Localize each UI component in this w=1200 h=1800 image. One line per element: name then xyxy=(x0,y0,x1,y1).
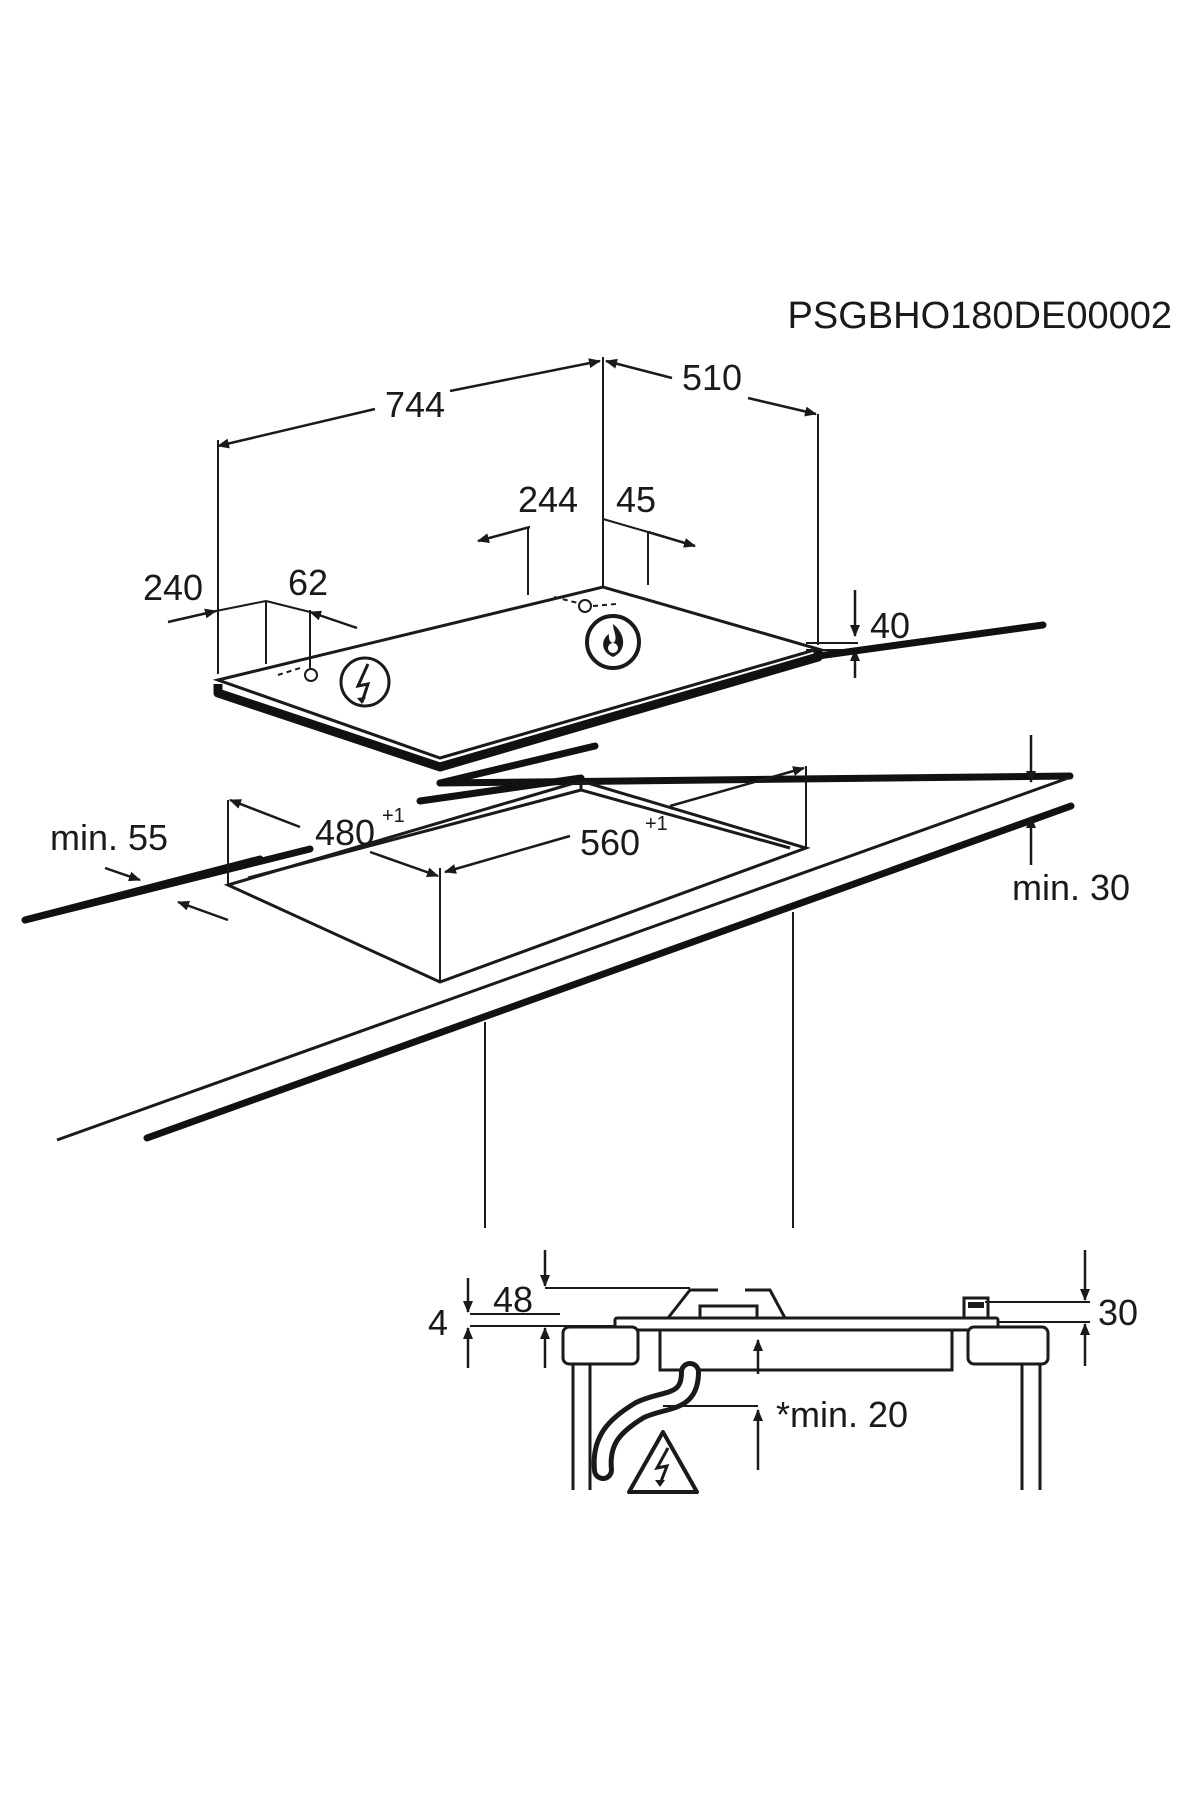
svg-text:240: 240 xyxy=(143,567,203,608)
svg-text:744: 744 xyxy=(385,384,445,425)
dimension-240: 240 xyxy=(143,567,267,624)
cutout-opening xyxy=(223,766,811,984)
dimension-744: 744 xyxy=(217,358,601,449)
svg-text:48: 48 xyxy=(493,1279,533,1320)
svg-text:*min. 20: *min. 20 xyxy=(776,1394,908,1435)
svg-text:40: 40 xyxy=(870,605,910,646)
electric-connection-icon xyxy=(339,656,391,708)
worktop xyxy=(21,621,1075,1142)
svg-text:62: 62 xyxy=(288,562,328,603)
dimension-4: 4 xyxy=(428,1278,473,1368)
dimension-min-55: min. 55 xyxy=(50,817,229,922)
electric-warning-icon xyxy=(627,1430,699,1494)
svg-text:560: 560 xyxy=(580,822,640,863)
svg-text:min. 55: min. 55 xyxy=(50,817,168,858)
svg-text:+1: +1 xyxy=(645,813,668,835)
svg-text:480: 480 xyxy=(315,812,375,853)
dimension-62: 62 xyxy=(265,562,358,630)
dimension-30: 30 xyxy=(1080,1250,1138,1366)
svg-text:45: 45 xyxy=(616,479,656,520)
svg-text:30: 30 xyxy=(1098,1292,1138,1333)
svg-text:+1: +1 xyxy=(382,805,405,827)
dimension-510: 510 xyxy=(605,357,817,417)
dimension-48: 48 xyxy=(493,1250,550,1368)
gas-flame-icon xyxy=(585,614,641,670)
dimension-min-30: min. 30 xyxy=(1012,735,1130,908)
dimension-40: 40 xyxy=(806,590,910,678)
hob-drawing xyxy=(212,357,858,772)
dimension-min-20: *min. 20 xyxy=(753,1339,908,1470)
svg-text:510: 510 xyxy=(682,357,742,398)
svg-text:4: 4 xyxy=(428,1302,448,1343)
document-code: PSGBHO180DE00002 xyxy=(788,295,1172,337)
cross-section xyxy=(470,1287,1090,1494)
dimension-45: 45 xyxy=(616,479,696,548)
dimension-244: 244 xyxy=(477,479,578,543)
svg-text:244: 244 xyxy=(518,479,578,520)
svg-text:min. 30: min. 30 xyxy=(1012,867,1130,908)
dimension-560: 560 +1 xyxy=(444,766,805,874)
dimension-480: 480 +1 xyxy=(229,798,439,878)
